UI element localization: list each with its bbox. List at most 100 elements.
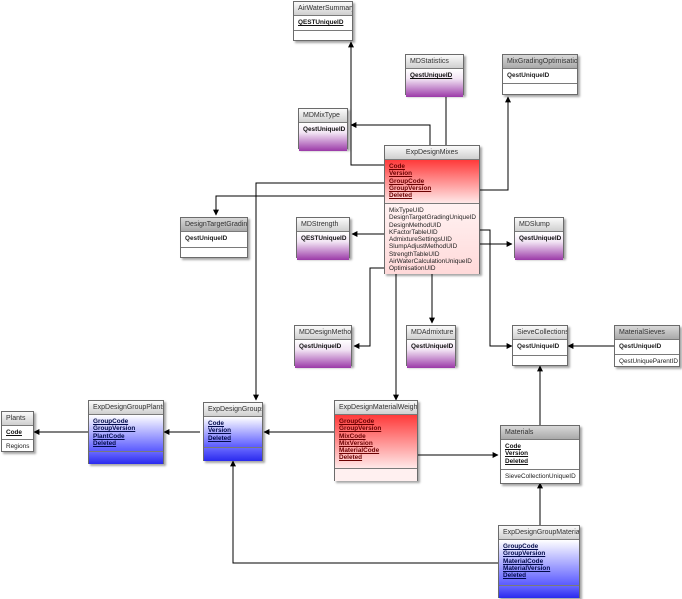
key-field: QestUniqueID <box>519 235 562 242</box>
entity-expdesignmixes[interactable]: ExpDesignMixes Code Version GroupCode Gr… <box>384 145 480 274</box>
key-field: GroupVersion <box>389 184 432 192</box>
field: OptimisationUID <box>389 265 436 273</box>
key-section: GroupCode GroupVersion MaterialCode Mate… <box>499 540 579 586</box>
field-section <box>89 452 163 464</box>
entity-materials[interactable]: Materials Code Version Deleted SieveColl… <box>500 425 580 484</box>
key-field: QestUniqueID <box>411 343 454 350</box>
key-field: GroupVersion <box>503 550 546 558</box>
rel-mixes-designtargetgrading <box>213 195 384 216</box>
entity-title: AirWaterSummary <box>294 2 352 16</box>
entity-title: DesignTargetGrading <box>181 218 247 232</box>
key-field: MaterialVersion <box>503 564 551 572</box>
entity-plants[interactable]: Plants Code Regions <box>1 411 34 452</box>
field-section: QestUniqueParentID <box>615 355 679 368</box>
entity-title: ExpDesignMaterialWeights <box>335 401 417 415</box>
entity-expdesigngroups[interactable]: ExpDesignGroups Code Version Deleted <box>203 402 263 461</box>
field-section <box>294 31 352 41</box>
field: DesignMethodUID <box>389 221 442 229</box>
entity-title: MaterialSieves <box>615 326 679 340</box>
key-field: GroupCode <box>503 543 539 550</box>
key-field: QESTUniqueID <box>298 19 344 26</box>
rel-mixes-mixgrading <box>480 96 511 191</box>
rel-mixes-airwatersummary <box>348 41 384 166</box>
key-field: GroupCode <box>389 177 425 185</box>
entity-mdstrength[interactable]: MDStrength QESTUniqueID <box>296 217 350 260</box>
entity-expdesigngroupmaterials[interactable]: ExpDesignGroupMaterials GroupCode GroupV… <box>498 525 580 598</box>
key-field: QestUniqueID <box>185 235 228 242</box>
entity-title: Materials <box>501 426 579 440</box>
key-section: QestUniqueID <box>615 340 679 355</box>
field: DesignTargetGradingUniqueID <box>389 214 477 222</box>
key-field: GroupCode <box>339 418 375 425</box>
key-field: Code <box>505 443 521 450</box>
entity-airwatersummary[interactable]: AirWaterSummary QESTUniqueID <box>293 1 353 41</box>
field: AirWaterCalculationUniqueID <box>389 258 472 266</box>
key-field: Deleted <box>93 439 117 447</box>
key-field: MaterialCode <box>339 447 380 455</box>
key-section: Code Version Deleted <box>204 417 262 448</box>
entity-expdesignmaterialweights[interactable]: ExpDesignMaterialWeights GroupCode Group… <box>334 400 418 481</box>
entity-designtargetgrading[interactable]: DesignTargetGrading QestUniqueID <box>180 217 248 258</box>
entity-title: MDAdmixture <box>407 326 455 340</box>
field: Regions <box>6 443 30 450</box>
field-section: MixTypeUID DesignTargetGradingUniqueID D… <box>385 204 479 274</box>
entity-title: MixGradingOptimisation <box>503 55 577 69</box>
field-section <box>503 84 577 96</box>
field-section <box>499 586 579 598</box>
entity-mdmixtype[interactable]: MDMixType QestUniqueID <box>298 108 348 151</box>
key-section: QestUniqueID <box>299 123 347 151</box>
key-section: QESTUniqueID <box>297 232 349 260</box>
entity-mdslump[interactable]: MDSlump QestUniqueID <box>514 217 564 260</box>
key-field: MixVersion <box>339 439 373 447</box>
entity-mixgradingoptimisation[interactable]: MixGradingOptimisation QestUniqueID <box>502 54 578 95</box>
key-field: PlantCode <box>93 432 125 440</box>
key-field: GroupVersion <box>339 425 382 433</box>
entity-title: ExpDesignMixes <box>385 146 479 160</box>
field-section <box>181 248 247 259</box>
entity-mdstatistics[interactable]: MDStatistics QestUniqueID <box>405 54 464 97</box>
key-section: QestUniqueID <box>295 340 351 368</box>
key-field: MixCode <box>339 432 366 440</box>
key-field: Version <box>208 427 232 435</box>
entity-sievecollections[interactable]: SieveCollections QestUniqueID <box>512 325 568 366</box>
entity-title: MDDesignMethod <box>295 326 351 340</box>
key-field: Code <box>389 163 405 170</box>
field-section <box>513 356 567 367</box>
key-section: QestUniqueID <box>407 340 455 368</box>
field-section: Regions <box>2 440 33 453</box>
key-field: Deleted <box>503 572 527 580</box>
key-field: QestUniqueID <box>410 72 453 79</box>
key-field: QestUniqueID <box>507 72 550 79</box>
key-field: GroupVersion <box>93 425 136 433</box>
field-section: SieveCollectionUniqueID <box>501 470 579 484</box>
rel-mixes-sievecollections <box>480 229 513 349</box>
entity-materialsieves[interactable]: MaterialSieves QestUniqueID QestUniquePa… <box>614 325 680 367</box>
field-section <box>204 448 262 461</box>
key-section: Code <box>2 426 33 440</box>
entity-mddesignmethod[interactable]: MDDesignMethod QestUniqueID <box>294 325 352 368</box>
key-field: QestUniqueID <box>303 126 346 133</box>
entity-title: SieveCollections <box>513 326 567 340</box>
field: SlumpAdjustMethodUID <box>389 243 458 251</box>
entity-title: MDStatistics <box>406 55 463 69</box>
key-field: Version <box>505 450 529 458</box>
key-field: GroupCode <box>93 418 129 425</box>
rel-mixes-mdmixtype <box>350 122 431 145</box>
key-field: Version <box>389 170 413 178</box>
field: StrengthTableUID <box>389 250 440 258</box>
field: AdmixtureSettingsUID <box>389 236 452 244</box>
field-section <box>335 469 417 481</box>
entity-title: Plants <box>2 412 33 426</box>
key-field: Deleted <box>389 192 413 200</box>
field: QestUniqueParentID <box>619 358 678 365</box>
field: KFactorTableUID <box>389 228 438 236</box>
entity-expdesigngroupplants[interactable]: ExpDesignGroupPlants GroupCode GroupVers… <box>88 400 164 464</box>
key-field: Code <box>208 420 224 427</box>
key-section: QestUniqueID <box>406 69 463 97</box>
key-field: Deleted <box>339 454 363 462</box>
key-section: Code Version Deleted <box>501 440 579 470</box>
field: MixTypeUID <box>389 207 424 214</box>
entity-mdadmixture[interactable]: MDAdmixture QestUniqueID <box>406 325 456 368</box>
entity-title: ExpDesignGroupPlants <box>89 401 163 415</box>
